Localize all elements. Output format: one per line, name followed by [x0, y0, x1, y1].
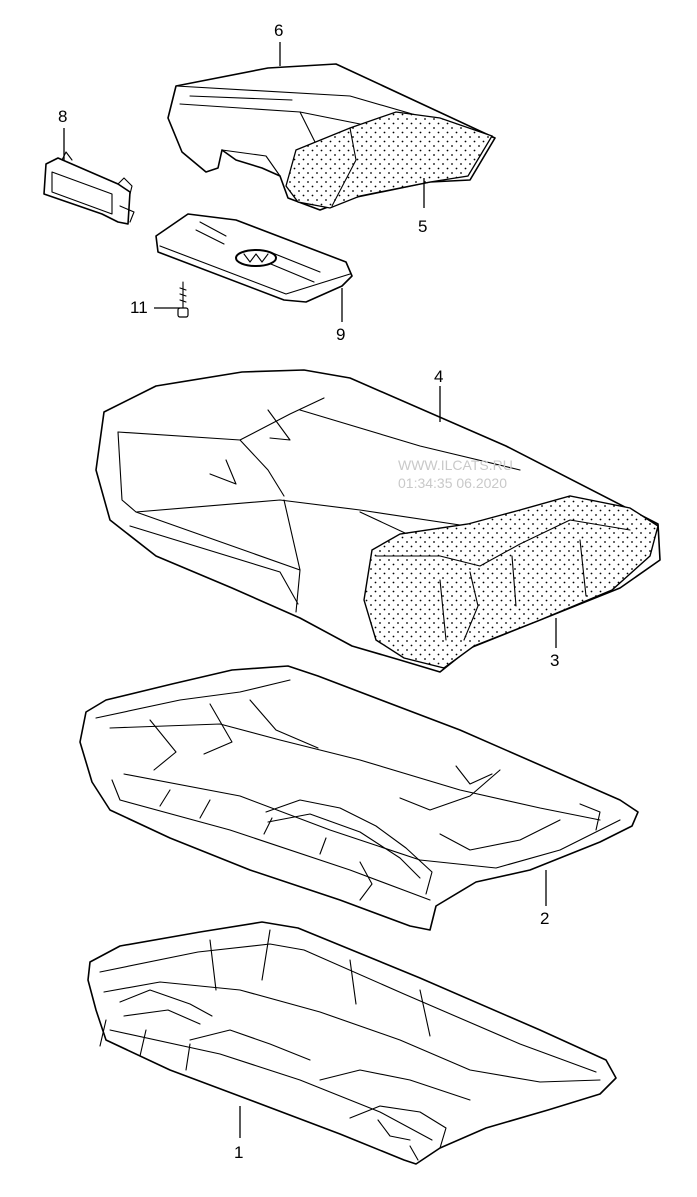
callout-2: 2	[540, 909, 549, 928]
callout-11: 11	[130, 298, 148, 317]
callout-6: 6	[274, 21, 283, 40]
callout-1: 1	[234, 1143, 243, 1162]
cover-plate-part-9	[155, 213, 353, 303]
callout-5: 5	[418, 217, 427, 236]
callout-4: 4	[434, 367, 443, 386]
trim-bracket-part-8	[43, 151, 135, 225]
watermark-line-1: WWW.ILCATS.RU	[398, 457, 513, 473]
callout-9: 9	[336, 325, 345, 344]
foam-insert-part-3	[363, 495, 659, 669]
seat-frame-part-2	[79, 665, 639, 931]
watermark: WWW.ILCATS.RU 01:34:35 06.2020	[398, 457, 513, 491]
foam-insert-part-5	[285, 111, 493, 209]
watermark-line-2: 01:34:35 06.2020	[398, 475, 507, 491]
callout-3: 3	[550, 651, 559, 670]
callout-8: 8	[58, 107, 67, 126]
callout-labels: 6 5 8 9 11 4 3 2 1	[58, 21, 559, 1162]
seat-pan-part-1	[87, 921, 617, 1165]
screw-part-11	[177, 281, 189, 318]
leader-lines	[63, 42, 557, 1138]
